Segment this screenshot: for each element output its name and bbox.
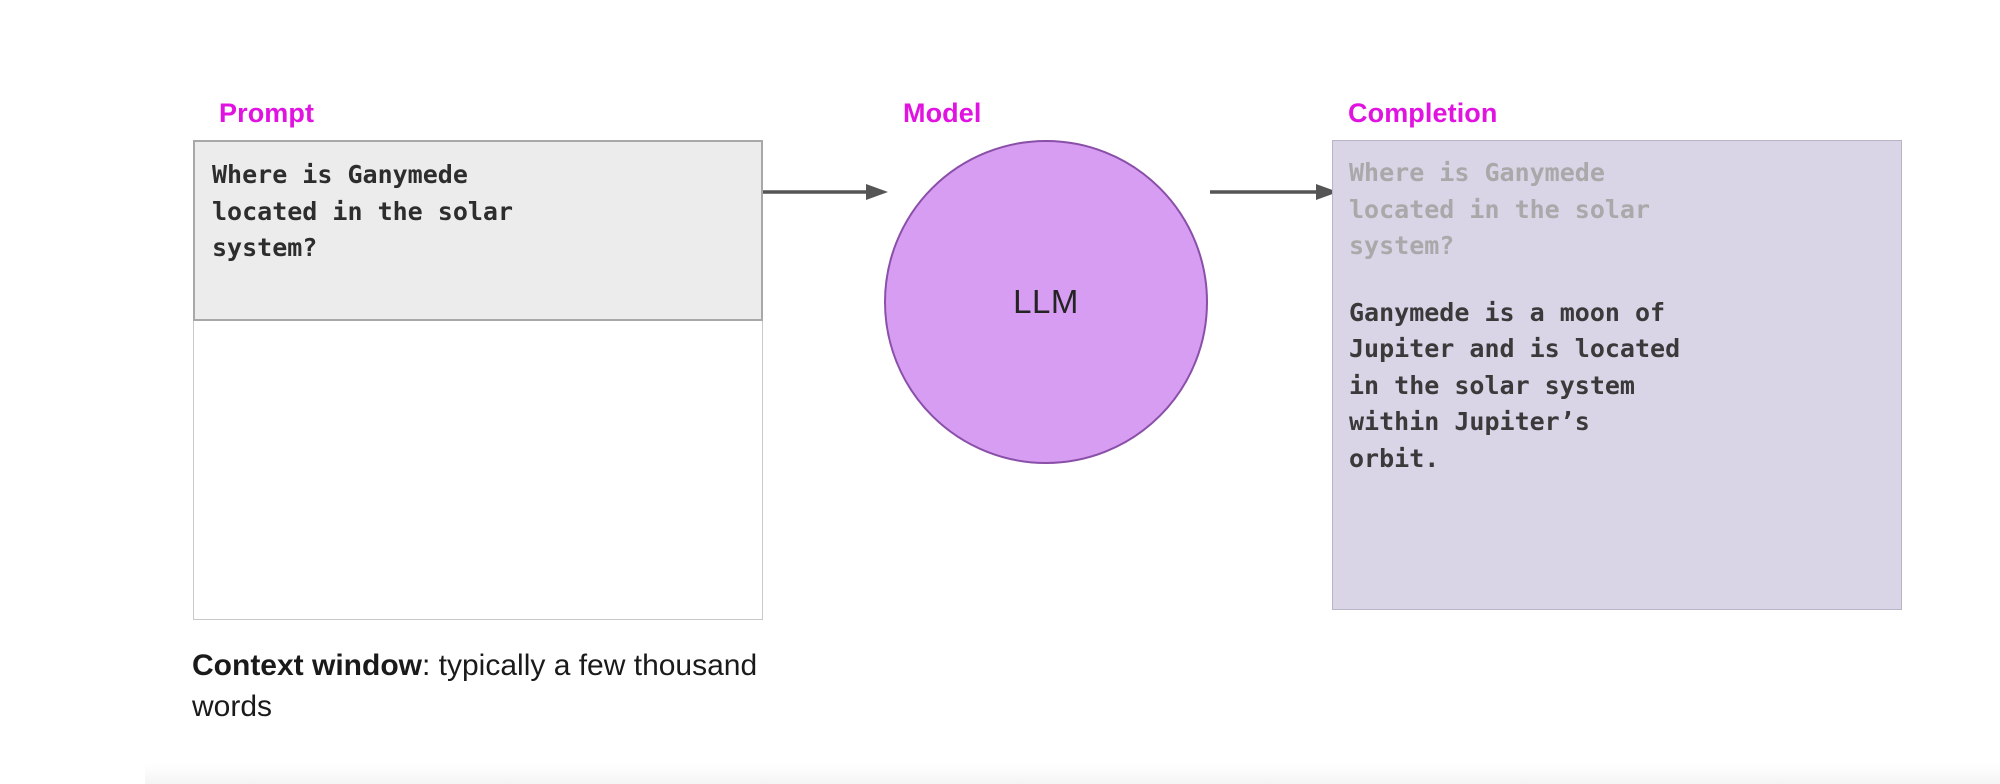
model-section-label: Model [903,98,982,128]
prompt-text-box: Where is Ganymede located in the solar s… [193,140,763,321]
model-llm-circle: LLM [884,140,1208,464]
arrow-right-icon-prompt-to-model [763,184,888,200]
caption-description: : typically a few thousand words [192,649,758,724]
prompt-section-label: Prompt [219,98,315,128]
completion-text-box: Where is Ganymede located in the solar s… [1332,140,1902,610]
arrow-right-icon-model-to-completion [1210,184,1338,200]
prompt-text: Where is Ganymede located in the solar s… [212,160,514,262]
model-llm-label: LLM [1013,283,1079,320]
completion-answer-text: Ganymede is a moon of Jupiter and is loc… [1349,297,1681,473]
caption-term: Context window [192,649,422,682]
completion-section-label: Completion [1348,98,1498,128]
bottom-edge-band [145,762,2000,784]
completion-echoed-prompt-text: Where is Ganymede located in the solar s… [1349,158,1651,260]
caption: Context window: typically a few thousand… [192,645,792,728]
